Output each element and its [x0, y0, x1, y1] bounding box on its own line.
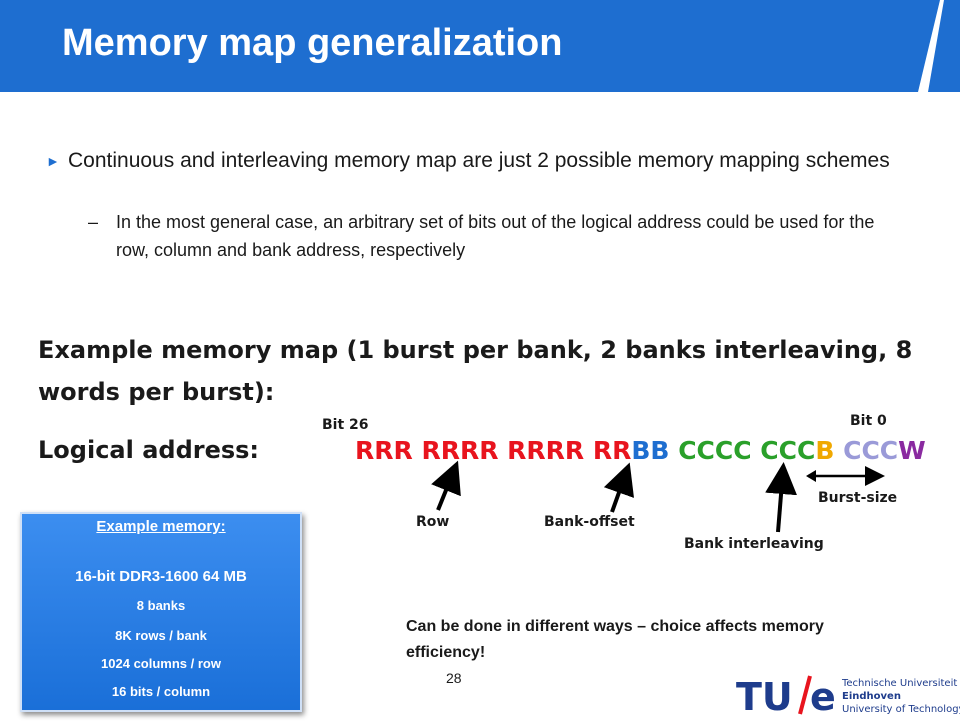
memory-box-header: Example memory: [96, 518, 226, 535]
svg-text:University of Technology: University of Technology [842, 704, 960, 715]
bullet-dash: – [88, 212, 99, 232]
slide-title: Memory map generalization [62, 22, 563, 64]
memory-box-line-3: 8K rows / bank [115, 628, 207, 643]
svg-text:e: e [810, 675, 836, 718]
memory-box-line-4: 1024 columns / row [101, 656, 221, 671]
logical-address-label: Logical address: [38, 436, 260, 464]
tue-logo: TU e Technische Universiteit Eindhoven U… [736, 668, 960, 719]
row-arrow [431, 460, 461, 511]
bit-26-label: Bit 26 [322, 417, 369, 433]
address-bank-interleave-bit: B [815, 436, 835, 465]
svg-text:TU: TU [736, 675, 793, 718]
memory-box-line-2: 8 banks [136, 598, 186, 613]
bullet-main-text: Continuous and interleaving memory map a… [68, 149, 890, 172]
logical-address: RRR RRRR RRRR RRBB CCCC CCCB CCCW [355, 436, 926, 465]
svg-text:Eindhoven: Eindhoven [842, 691, 901, 702]
address-column-bits: CCCC CCC [669, 436, 816, 465]
bank-interleaving-label: Bank interleaving [684, 536, 824, 552]
bullet-arrow-icon: ► [46, 153, 60, 169]
burst-size-label: Burst-size [818, 490, 898, 506]
burst-size-arrow-left-head [806, 470, 816, 482]
page-number: 28 [446, 670, 462, 686]
memory-box-line-1: 16-bit DDR3-1600 64 MB [75, 568, 247, 585]
bit-0-label: Bit 0 [850, 413, 887, 429]
bank-interleaving-arrow [765, 462, 798, 533]
title-banner [0, 0, 960, 92]
note-text: Can be done in different ways – choice a… [406, 618, 824, 661]
svg-text:Technische Universiteit: Technische Universiteit [841, 678, 957, 689]
tue-logo-icon: TU e Technische Universiteit Eindhoven U… [736, 675, 960, 719]
address-bank-offset-bits: BB [631, 436, 670, 465]
example-heading-line1: Example memory map (1 burst per bank, 2 … [38, 336, 913, 364]
address-row-bits: RRR RRRR RRRR RR [355, 436, 632, 465]
row-label: Row [416, 514, 450, 530]
address-word-bit: W [898, 436, 926, 465]
bullet-sub-text: In the most general case, an arbitrary s… [116, 212, 875, 260]
bank-offset-label: Bank-offset [544, 514, 635, 530]
example-memory-box: Example memory: 16-bit DDR3-1600 64 MB 8… [20, 512, 302, 712]
example-heading-line2: words per burst): [38, 378, 275, 406]
memory-box-line-5: 16 bits / column [111, 684, 211, 699]
bank-offset-arrow [603, 462, 634, 513]
address-column-low-bits: CCC [834, 436, 899, 465]
